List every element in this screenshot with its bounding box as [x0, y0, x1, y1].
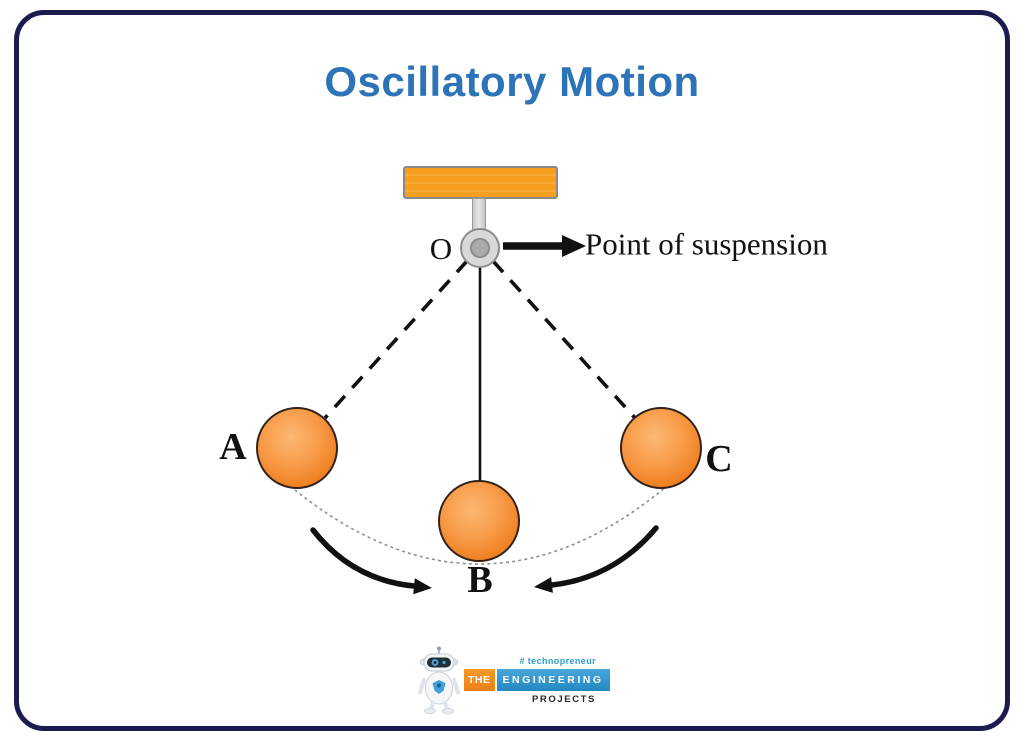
- label-pivot-o: O: [429, 231, 453, 266]
- logo-word-the: THE: [464, 669, 495, 691]
- pendulum-bob-c: [620, 407, 702, 489]
- dashed-string-right: [491, 259, 637, 420]
- logo-title-row: THE ENGINEERING: [464, 669, 610, 691]
- logo-wordmark: # technopreneur THE ENGINEERING PROJECTS: [464, 646, 610, 705]
- logo-word-projects: PROJECTS: [531, 694, 596, 705]
- ceiling-support-bar: [403, 166, 558, 199]
- label-position-c: C: [705, 438, 733, 480]
- swing-path-arc: [289, 485, 668, 565]
- swing-direction-arrow-left: [310, 527, 417, 589]
- robot-mascot-icon: [417, 646, 461, 714]
- swing-direction-arrow-left-head-icon: [413, 578, 432, 595]
- swing-direction-arrow-right-head-icon: [534, 577, 553, 593]
- label-position-b: B: [467, 559, 493, 601]
- dashed-string-left: [323, 259, 469, 420]
- suspension-pointer-arrowhead-icon: [562, 235, 586, 257]
- pendulum-bob-b: [438, 480, 520, 562]
- technopreneur-tagline: # technopreneur: [519, 656, 596, 666]
- pendulum-bob-a: [256, 407, 338, 489]
- logo-word-engineering: ENGINEERING: [496, 669, 610, 691]
- engineering-projects-logo: # technopreneur THE ENGINEERING PROJECTS: [416, 646, 610, 714]
- figure-title: Oscillatory Motion: [324, 58, 700, 105]
- pivot-pin: [470, 238, 490, 258]
- point-of-suspension-label: Point of suspension: [585, 226, 828, 262]
- label-position-a: A: [219, 426, 247, 468]
- suspension-pivot: [460, 228, 500, 268]
- swing-direction-arrow-right: [549, 525, 659, 588]
